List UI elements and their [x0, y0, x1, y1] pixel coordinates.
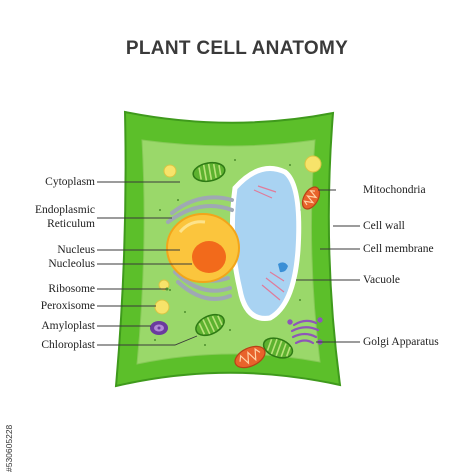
label-vacuole: Vacuole [363, 274, 401, 286]
nucleus-shape [166, 213, 240, 283]
label-chloroplast: Chloroplast [41, 339, 95, 351]
label-cell-wall: Cell wall [363, 220, 405, 232]
label-nucleus: Nucleus [57, 244, 95, 256]
chloroplast-shapes [192, 161, 294, 359]
label-ribosome: Ribosome [48, 283, 95, 295]
label-peroxisome: Peroxisome [40, 300, 95, 312]
peroxisome-shapes [154, 155, 322, 315]
leader-chloroplast [97, 335, 198, 346]
vacuole-shape [229, 166, 302, 321]
ribosome-shape [165, 287, 169, 291]
label-mitochondria: Mitochondria [363, 184, 426, 196]
amyloplast-shape [150, 321, 168, 335]
stock-id-watermark: #530605228 [4, 424, 14, 472]
label-nucleolus: Nucleolus [48, 258, 95, 270]
leader-lines [97, 181, 360, 346]
label-golgi: Golgi Apparatus [363, 336, 439, 348]
golgi-shape [287, 317, 323, 345]
label-cytoplasm: Cytoplasm [45, 176, 95, 188]
label-cell-membrane: Cell membrane [363, 243, 434, 255]
diagram-title: PLANT CELL ANATOMY [125, 38, 349, 59]
label-amyloplast: Amyloplast [41, 320, 95, 332]
label-endoplasmic: Endoplasmic [34, 204, 95, 216]
mitochondria-shapes [234, 186, 321, 369]
label-reticulum: Reticulum [47, 218, 95, 230]
